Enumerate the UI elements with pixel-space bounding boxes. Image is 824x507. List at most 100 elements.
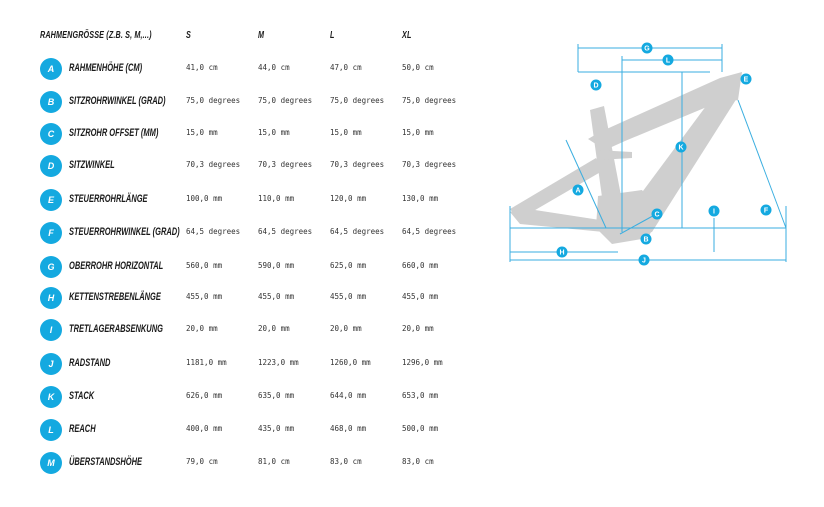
- badge-e: E: [40, 189, 62, 211]
- row-label: SITZROHRWINKEL (GRAD): [69, 95, 166, 107]
- table-row: M ÜBERSTANDSHÖHE 79,0 cm 81,0 cm 83,0 cm…: [40, 452, 480, 474]
- badge-i: I: [40, 319, 62, 341]
- table-row: K STACK 626,0 mm 635,0 mm 644,0 mm 653,0…: [40, 386, 480, 408]
- cell-l: 83,0 cm: [330, 457, 362, 466]
- cell-l: 70,3 degrees: [330, 160, 385, 169]
- cell-s: 20,0 mm: [186, 324, 218, 333]
- badge-m: M: [40, 452, 62, 474]
- row-label: SITZROHR OFFSET (MM): [69, 127, 159, 139]
- cell-l: 20,0 mm: [330, 324, 362, 333]
- marker-e: E: [740, 73, 752, 85]
- marker-j: J: [638, 254, 650, 266]
- diagram-markers: G L D E K A C B I F H J: [556, 42, 772, 266]
- row-label: RADSTAND: [69, 357, 111, 369]
- svg-text:A: A: [575, 188, 580, 195]
- badge-b: B: [40, 91, 62, 113]
- cell-l: 1260,0 mm: [330, 358, 371, 367]
- cell-s: 100,0 mm: [186, 194, 223, 203]
- cell-xl: 500,0 mm: [402, 424, 439, 433]
- header-size-m: M: [258, 30, 265, 41]
- table-row: G OBERROHR HORIZONTAL 560,0 mm 590,0 mm …: [40, 256, 480, 278]
- row-label: STACK: [69, 390, 95, 402]
- row-label: KETTENSTREBENLÄNGE: [69, 291, 161, 303]
- svg-text:D: D: [593, 83, 598, 90]
- marker-a: A: [572, 184, 584, 196]
- cell-l: 644,0 mm: [330, 391, 367, 400]
- cell-xl: 75,0 degrees: [402, 96, 457, 105]
- svg-text:K: K: [678, 145, 683, 152]
- row-label: STEUERROHRWINKEL (GRAD): [69, 226, 180, 238]
- header-frame-size: RAHMENGRÖSSE (Z.B. S, M,...): [40, 30, 152, 41]
- cell-m: 64,5 degrees: [258, 227, 313, 236]
- cell-s: 1181,0 mm: [186, 358, 227, 367]
- header-size-xl: XL: [402, 30, 412, 41]
- cell-xl: 83,0 cm: [402, 457, 434, 466]
- cell-m: 455,0 mm: [258, 292, 295, 301]
- row-label: SITZWINKEL: [69, 159, 115, 171]
- table-row: L REACH 400,0 mm 435,0 mm 468,0 mm 500,0…: [40, 419, 480, 441]
- cell-xl: 50,0 cm: [402, 63, 434, 72]
- cell-m: 1223,0 mm: [258, 358, 299, 367]
- cell-xl: 660,0 mm: [402, 261, 439, 270]
- svg-text:L: L: [666, 58, 671, 65]
- table-row: J RADSTAND 1181,0 mm 1223,0 mm 1260,0 mm…: [40, 353, 480, 375]
- cell-s: 75,0 degrees: [186, 96, 241, 105]
- cell-m: 590,0 mm: [258, 261, 295, 270]
- bike-frame-silhouette: [510, 72, 742, 244]
- cell-xl: 15,0 mm: [402, 128, 434, 137]
- cell-m: 435,0 mm: [258, 424, 295, 433]
- table-row: C SITZROHR OFFSET (MM) 15,0 mm 15,0 mm 1…: [40, 123, 480, 145]
- cell-s: 455,0 mm: [186, 292, 223, 301]
- cell-xl: 455,0 mm: [402, 292, 439, 301]
- badge-k: K: [40, 386, 62, 408]
- cell-l: 625,0 mm: [330, 261, 367, 270]
- cell-s: 560,0 mm: [186, 261, 223, 270]
- svg-text:H: H: [559, 250, 564, 257]
- svg-text:B: B: [643, 237, 648, 244]
- marker-d: D: [590, 79, 602, 91]
- svg-text:J: J: [642, 258, 646, 265]
- cell-m: 70,3 degrees: [258, 160, 313, 169]
- table-row: H KETTENSTREBENLÄNGE 455,0 mm 455,0 mm 4…: [40, 287, 480, 309]
- cell-m: 44,0 cm: [258, 63, 290, 72]
- table-row: E STEUERROHRLÄNGE 100,0 mm 110,0 mm 120,…: [40, 189, 480, 211]
- row-label: OBERROHR HORIZONTAL: [69, 260, 164, 272]
- badge-h: H: [40, 287, 62, 309]
- marker-f: F: [760, 204, 772, 216]
- row-label: ÜBERSTANDSHÖHE: [69, 456, 143, 468]
- cell-m: 15,0 mm: [258, 128, 290, 137]
- cell-xl: 1296,0 mm: [402, 358, 443, 367]
- marker-h: H: [556, 246, 568, 258]
- cell-xl: 70,3 degrees: [402, 160, 457, 169]
- table-row: I TRETLAGERABSENKUNG 20,0 mm 20,0 mm 20,…: [40, 319, 480, 341]
- cell-l: 455,0 mm: [330, 292, 367, 301]
- cell-m: 110,0 mm: [258, 194, 295, 203]
- table-row: B SITZROHRWINKEL (GRAD) 75,0 degrees 75,…: [40, 91, 480, 113]
- cell-s: 64,5 degrees: [186, 227, 241, 236]
- cell-m: 75,0 degrees: [258, 96, 313, 105]
- header-size-s: S: [186, 30, 191, 41]
- badge-c: C: [40, 123, 62, 145]
- cell-s: 79,0 cm: [186, 457, 218, 466]
- marker-i: I: [708, 205, 720, 217]
- cell-m: 20,0 mm: [258, 324, 290, 333]
- cell-l: 15,0 mm: [330, 128, 362, 137]
- cell-l: 64,5 degrees: [330, 227, 385, 236]
- badge-g: G: [40, 256, 62, 278]
- cell-l: 47,0 cm: [330, 63, 362, 72]
- table-row: F STEUERROHRWINKEL (GRAD) 64,5 degrees 6…: [40, 222, 480, 244]
- cell-xl: 20,0 mm: [402, 324, 434, 333]
- cell-xl: 653,0 mm: [402, 391, 439, 400]
- table-row: A RAHMENHÖHE (CM) 41,0 cm 44,0 cm 47,0 c…: [40, 58, 480, 80]
- marker-l: L: [662, 54, 674, 66]
- svg-text:E: E: [744, 77, 749, 84]
- row-label: STEUERROHRLÄNGE: [69, 193, 148, 205]
- cell-s: 400,0 mm: [186, 424, 223, 433]
- svg-text:F: F: [764, 208, 769, 215]
- marker-g: G: [641, 42, 653, 54]
- cell-s: 41,0 cm: [186, 63, 218, 72]
- cell-s: 70,3 degrees: [186, 160, 241, 169]
- cell-s: 626,0 mm: [186, 391, 223, 400]
- svg-text:I: I: [713, 209, 715, 216]
- row-label: TRETLAGERABSENKUNG: [69, 323, 163, 335]
